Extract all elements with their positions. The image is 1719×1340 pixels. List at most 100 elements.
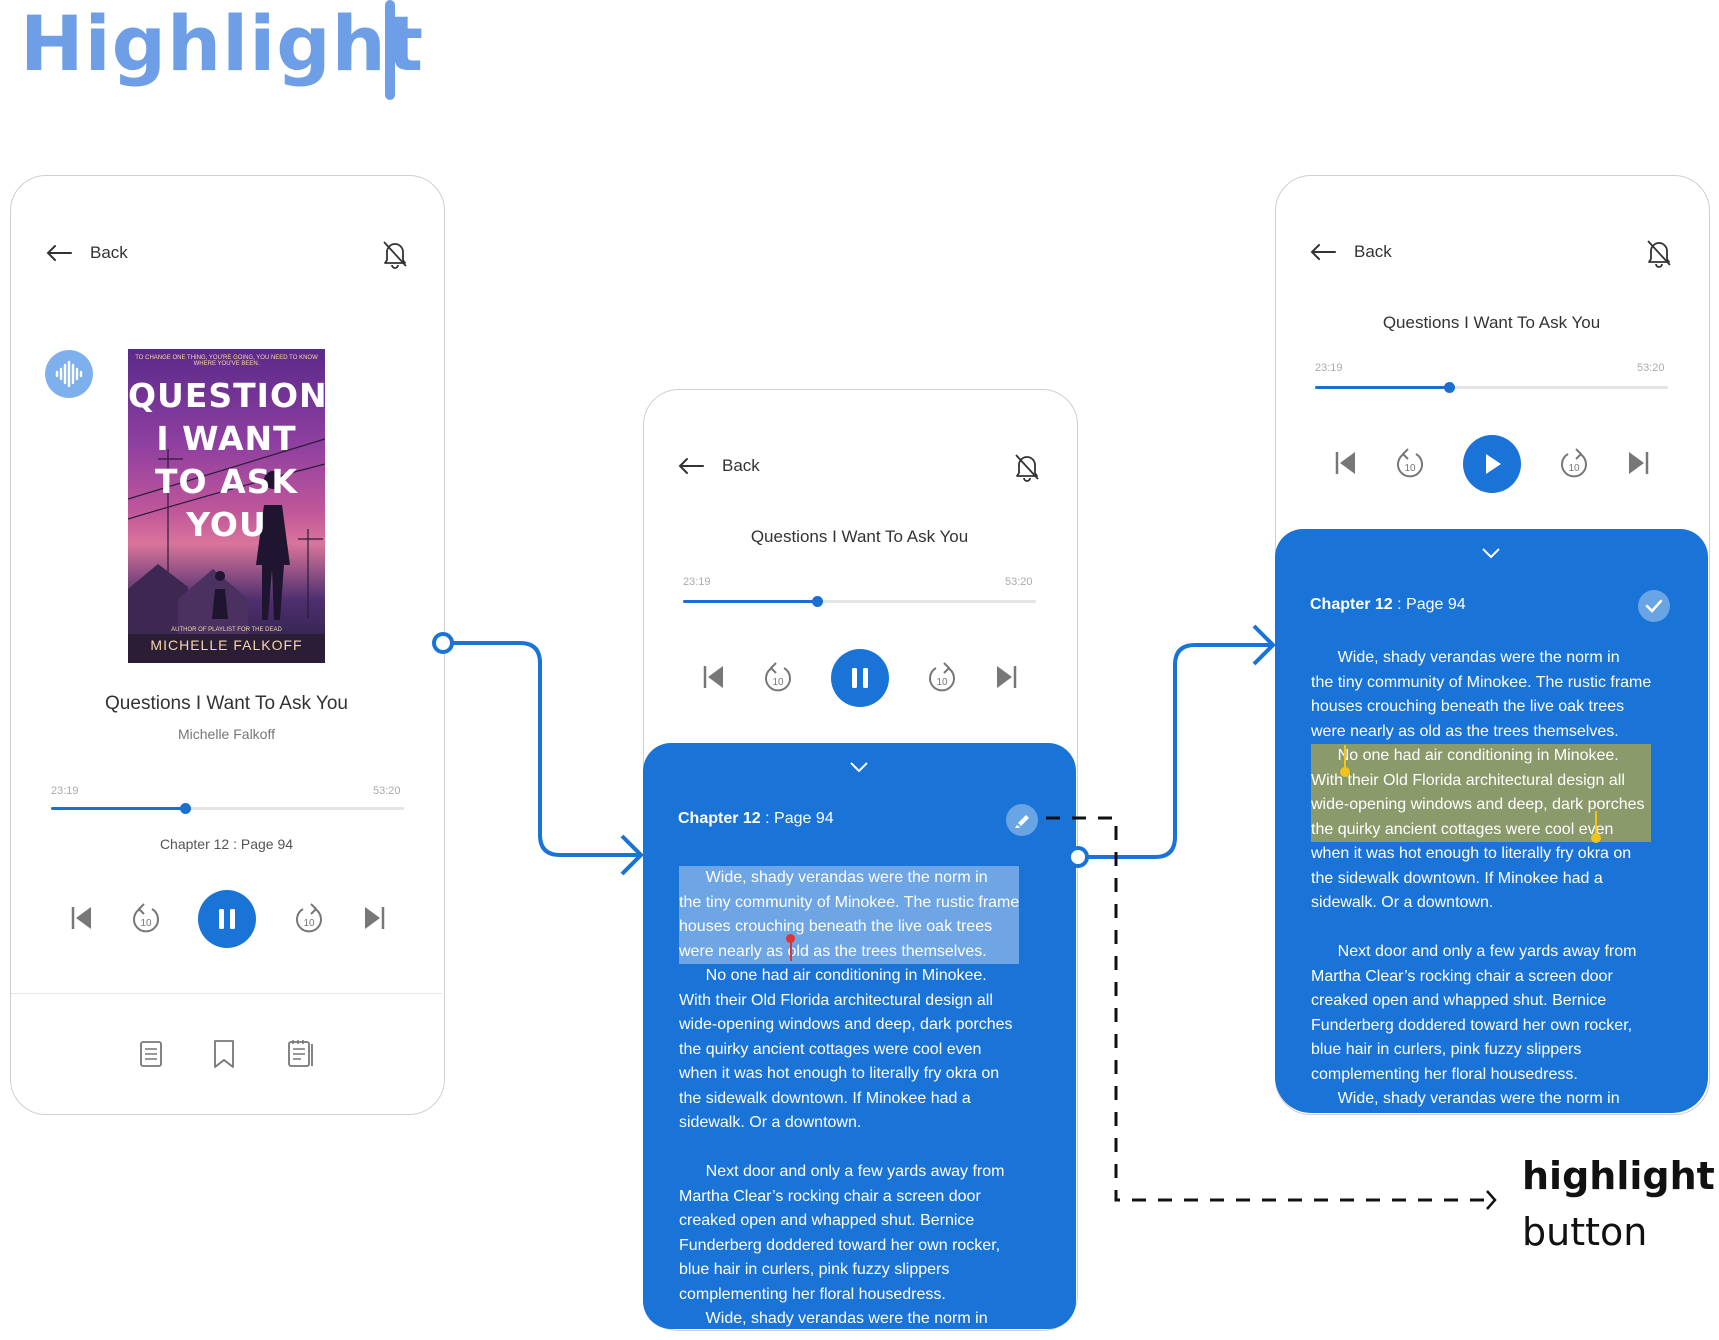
chapter-text[interactable]: Wide, shady verandas were the norm in the… bbox=[1311, 646, 1652, 1112]
text-line[interactable]: Wide, shady verandas were the norm in bbox=[1311, 1090, 1620, 1107]
text-line[interactable]: the quirky ancient cottages were cool ev… bbox=[679, 1040, 982, 1058]
chapter-label: Chapter 12 bbox=[1310, 596, 1393, 613]
text-line[interactable]: the tiny community of Minokee. The rusti… bbox=[679, 890, 1020, 915]
text-panel: Chapter 12 : Page 94 Wide, shady veranda… bbox=[643, 743, 1076, 1329]
text-line[interactable]: houses crouching beneath the live oak tr… bbox=[1311, 698, 1625, 715]
text-line[interactable]: when it was hot enough to literally fry … bbox=[1311, 845, 1632, 862]
audio-wave-button[interactable] bbox=[45, 350, 93, 398]
rewind-10-icon[interactable]: 10 bbox=[130, 900, 162, 936]
page-label: : Page 94 bbox=[765, 810, 834, 827]
time-total: 53:20 bbox=[1005, 576, 1033, 588]
progress-knob[interactable] bbox=[1444, 382, 1456, 393]
text-line[interactable]: Martha Clear’s rocking chair a screen do… bbox=[679, 1187, 981, 1205]
notes-icon[interactable] bbox=[285, 1038, 317, 1070]
back-arrow-icon[interactable] bbox=[678, 457, 704, 475]
text-line[interactable]: sidewalk. Or a downtown. bbox=[679, 1114, 862, 1131]
page-heading: Highlight bbox=[20, 0, 425, 88]
selection-handle-start[interactable] bbox=[1344, 745, 1346, 771]
collapse-chevron-icon[interactable] bbox=[849, 761, 869, 773]
progress-track[interactable] bbox=[51, 807, 404, 810]
text-line[interactable]: Wide, shady verandas were the norm in bbox=[1311, 649, 1620, 666]
skip-previous-icon[interactable] bbox=[70, 905, 94, 931]
svg-text:10: 10 bbox=[1568, 463, 1580, 474]
chapter-heading: Chapter 12 : Page 94 bbox=[1310, 596, 1466, 614]
back-arrow-icon[interactable] bbox=[1310, 243, 1336, 261]
text-line[interactable]: complementing her floral housedress. bbox=[1311, 1065, 1578, 1083]
text-line[interactable]: the quirky ancient cottages were cool ev… bbox=[1311, 817, 1652, 842]
skip-previous-icon[interactable] bbox=[702, 664, 726, 690]
text-line[interactable]: the sidewalk downtown. If Minokee had a bbox=[1311, 869, 1603, 887]
book-title: Questions I Want To Ask You bbox=[750, 527, 969, 546]
progress-knob[interactable] bbox=[180, 803, 192, 814]
selection-handle-end[interactable] bbox=[1595, 811, 1597, 837]
highlight-button[interactable] bbox=[1006, 804, 1038, 836]
skip-next-icon[interactable] bbox=[994, 664, 1018, 690]
back-arrow-icon[interactable] bbox=[46, 244, 72, 262]
text-line[interactable]: blue hair in curlers, pink fuzzy slipper… bbox=[1311, 1041, 1582, 1058]
text-line[interactable]: the sidewalk downtown. If Minokee had a bbox=[679, 1089, 971, 1107]
progress-knob[interactable] bbox=[812, 596, 824, 607]
bell-off-icon[interactable] bbox=[1645, 238, 1673, 268]
time-elapsed: 23:19 bbox=[51, 785, 79, 797]
text-line[interactable]: sidewalk. Or a downtown. bbox=[1311, 894, 1494, 911]
text-line[interactable]: Wide, shady verandas were the norm in bbox=[679, 866, 1020, 891]
text-line[interactable]: blue hair in curlers, pink fuzzy slipper… bbox=[679, 1261, 950, 1278]
selection-handle-end-dot bbox=[1591, 833, 1601, 843]
text-line[interactable]: Next door and only a few yards away from bbox=[1311, 943, 1637, 960]
sound-wave-icon bbox=[55, 360, 83, 388]
forward-10-icon[interactable]: 10 bbox=[1558, 445, 1590, 481]
chapter-label: Chapter 12 bbox=[678, 810, 761, 827]
back-button[interactable]: Back bbox=[1354, 242, 1392, 261]
rewind-10-icon[interactable]: 10 bbox=[1394, 445, 1426, 481]
text-icon[interactable] bbox=[139, 1040, 163, 1068]
text-line[interactable]: Martha Clear’s rocking chair a screen do… bbox=[1311, 967, 1613, 985]
text-line[interactable]: wide-opening windows and deep, dark porc… bbox=[1311, 793, 1652, 818]
book-title: Questions I Want To Ask You bbox=[105, 693, 348, 714]
check-icon bbox=[1645, 599, 1663, 613]
text-line[interactable]: Funderberg doddered toward her own rocke… bbox=[679, 1236, 1001, 1254]
text-line[interactable]: No one had air conditioning in Minokee. bbox=[679, 967, 987, 984]
cover-title-line: I WANT bbox=[156, 419, 297, 458]
text-line[interactable]: With their Old Florida architectural des… bbox=[679, 991, 993, 1009]
play-icon bbox=[1486, 454, 1501, 474]
text-line[interactable]: creaked open and whapped shut. Bernice bbox=[679, 1212, 975, 1229]
text-line[interactable]: when it was hot enough to literally fry … bbox=[679, 1065, 1000, 1082]
text-line[interactable]: No one had air conditioning in Minokee. bbox=[1311, 744, 1652, 769]
skip-next-icon[interactable] bbox=[1626, 450, 1650, 476]
cover-subtitle: AUTHOR OF PLAYLIST FOR THE DEAD bbox=[171, 627, 282, 633]
heading-divider bbox=[385, 0, 395, 100]
progress-track[interactable] bbox=[683, 600, 1036, 603]
skip-next-icon[interactable] bbox=[362, 905, 386, 931]
back-button[interactable]: Back bbox=[90, 243, 128, 262]
text-line[interactable]: the tiny community of Minokee. The rusti… bbox=[1311, 673, 1652, 691]
back-button[interactable]: Back bbox=[722, 456, 760, 475]
bookmark-icon[interactable] bbox=[212, 1039, 236, 1069]
time-total: 53:20 bbox=[1637, 362, 1665, 374]
rewind-10-icon[interactable]: 10 bbox=[762, 659, 794, 695]
text-line[interactable]: wide-opening windows and deep, dark porc… bbox=[679, 1016, 1013, 1033]
progress-track[interactable] bbox=[1315, 386, 1668, 389]
pause-button[interactable] bbox=[198, 890, 256, 948]
text-line[interactable]: Next door and only a few yards away from bbox=[679, 1163, 1005, 1180]
forward-10-icon[interactable]: 10 bbox=[293, 900, 325, 936]
text-line[interactable]: were nearly as old as the trees themselv… bbox=[679, 939, 1020, 964]
text-line[interactable]: houses crouching beneath the live oak tr… bbox=[679, 915, 1020, 940]
text-line[interactable]: With their Old Florida architectural des… bbox=[1311, 768, 1652, 793]
collapse-chevron-icon[interactable] bbox=[1481, 547, 1501, 559]
confirm-button[interactable] bbox=[1638, 590, 1670, 622]
text-line[interactable]: complementing her floral housedress. bbox=[679, 1285, 946, 1303]
pause-button[interactable] bbox=[831, 649, 889, 707]
text-line[interactable]: Wide, shady verandas were the norm in bbox=[679, 1310, 988, 1327]
selection-cursor[interactable] bbox=[790, 937, 792, 961]
play-button[interactable] bbox=[1463, 435, 1521, 493]
skip-previous-icon[interactable] bbox=[1334, 450, 1358, 476]
text-line[interactable]: Funderberg doddered toward her own rocke… bbox=[1311, 1016, 1633, 1034]
text-line[interactable]: were nearly as old as the trees themselv… bbox=[1311, 722, 1619, 740]
bell-off-icon[interactable] bbox=[1013, 452, 1041, 482]
svg-text:10: 10 bbox=[303, 918, 315, 929]
bell-off-icon[interactable] bbox=[381, 239, 409, 269]
forward-10-icon[interactable]: 10 bbox=[926, 659, 958, 695]
text-line[interactable]: creaked open and whapped shut. Bernice bbox=[1311, 992, 1607, 1009]
